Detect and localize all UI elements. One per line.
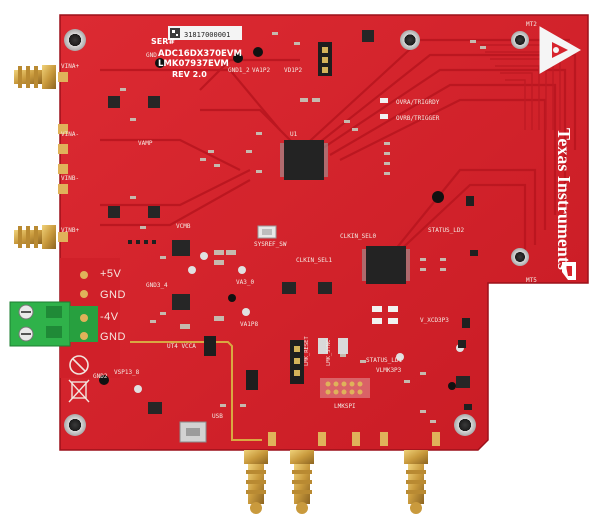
status-ld1-label: STATUS_LD1 <box>366 357 403 364</box>
gnd3-label: GND3_4 <box>146 282 168 289</box>
ut4-vcca-label: UT4 VCCA <box>167 343 196 350</box>
power-header-pads <box>80 271 88 340</box>
smd-components <box>120 32 486 423</box>
vxcd3p3-label: V_XCD3P3 <box>420 317 449 324</box>
reset-label: LMK_RESET <box>304 336 310 366</box>
status-ld2-label: STATUS_LD2 <box>428 227 465 234</box>
mount-hole-tr <box>511 31 529 49</box>
header-jumper-left <box>204 336 258 390</box>
usb-label: USB <box>212 413 223 420</box>
terminal-block <box>9 301 98 347</box>
traces <box>100 38 577 256</box>
mount-hole-tl <box>64 29 86 51</box>
mount-hole-bl <box>64 414 86 436</box>
gnd-label-1: GND <box>100 289 126 301</box>
vlmk-label: VLMK3P3 <box>376 367 402 374</box>
sma-connector-bottom-2 <box>290 450 314 514</box>
reset-buttons <box>318 338 348 354</box>
vcm-label: VCMB <box>176 223 191 230</box>
gnd1-2-label: GND1_2 <box>228 67 250 74</box>
vina-plus-label: VINA+ <box>61 63 79 70</box>
sma-pads <box>58 72 68 242</box>
pb-free-icon <box>69 355 89 375</box>
vd1p2-label: VD1P2 <box>284 67 302 74</box>
ti-brand-text: Texas Instruments <box>554 128 574 270</box>
mt5-label: MT5 <box>526 277 537 284</box>
serial-prefix-label: SER# <box>151 37 175 46</box>
sma-connector-vinb-plus <box>14 225 56 249</box>
board-title-line2: LMK07937EVM <box>158 59 229 69</box>
clkin-sel0-label: CLKIN_SEL0 <box>340 233 377 240</box>
clkin-sel1-label: CLKIN_SEL1 <box>296 257 333 264</box>
usb-connector <box>179 421 207 443</box>
lmk-chip <box>362 246 410 284</box>
header-jumper-mid <box>290 340 304 384</box>
gnd-label-2: GND <box>100 331 126 343</box>
vinb-plus-label: VINB+ <box>61 227 79 234</box>
ovrb-label: OVRB/TRIGGER <box>396 115 440 122</box>
mount-hole-br <box>454 414 476 436</box>
sync-label: LMK_SYNC <box>326 340 332 367</box>
sma-connector-bottom-3 <box>404 450 428 514</box>
lmk-spi-label: LMKSPI <box>334 403 356 410</box>
header-jumper-top <box>318 42 332 76</box>
serial-number-label: 31817000001 <box>184 31 230 39</box>
gnd-tp-label: GND <box>146 52 157 59</box>
board-title-line1: ADC16DX370EVM <box>158 49 242 59</box>
u1-label: U1 <box>290 131 298 138</box>
sysref-sw-label: SYSREF_SW <box>254 241 287 248</box>
sma-connector-bottom-1 <box>244 450 268 514</box>
esd-warning-icon <box>539 26 582 74</box>
sysref-switch <box>257 225 277 239</box>
lmk-spi-header <box>320 378 370 398</box>
vamp-label: VAMP <box>138 140 153 147</box>
status-leds <box>372 98 398 324</box>
small-ics <box>108 30 470 414</box>
bottom-edge-pads <box>268 432 440 446</box>
clock-trace <box>130 341 262 441</box>
mount-hole-mr <box>511 248 529 266</box>
vsp-label: VSP13_8 <box>114 369 140 376</box>
ti-logo-icon <box>562 262 576 280</box>
mount-hole-tr-mid <box>400 30 420 50</box>
va1p8-label: VA1P8 <box>240 321 258 328</box>
test-points <box>99 47 464 393</box>
board-revision: REV 2.0 <box>172 70 207 79</box>
plus5v-label: +5V <box>100 268 122 280</box>
serial-sticker <box>168 26 242 40</box>
adc-chip-u1 <box>280 140 328 180</box>
gnd2-label: GND2 <box>93 373 108 380</box>
vina-minus-label: VINA- <box>61 131 79 138</box>
ovra-label: OVRA/TRIGRDY <box>396 99 440 106</box>
va3p0-label: VA3_0 <box>236 279 254 286</box>
sma-connector-vina-plus <box>14 65 56 89</box>
smd-caps-dark <box>128 196 478 410</box>
vinb-minus-label: VINB- <box>61 175 79 182</box>
mt2-label: MT2 <box>526 21 537 28</box>
minus4v-label: -4V <box>100 311 119 323</box>
va1p2-label: VA1P2 <box>252 67 270 74</box>
weee-bin-icon <box>68 379 90 403</box>
